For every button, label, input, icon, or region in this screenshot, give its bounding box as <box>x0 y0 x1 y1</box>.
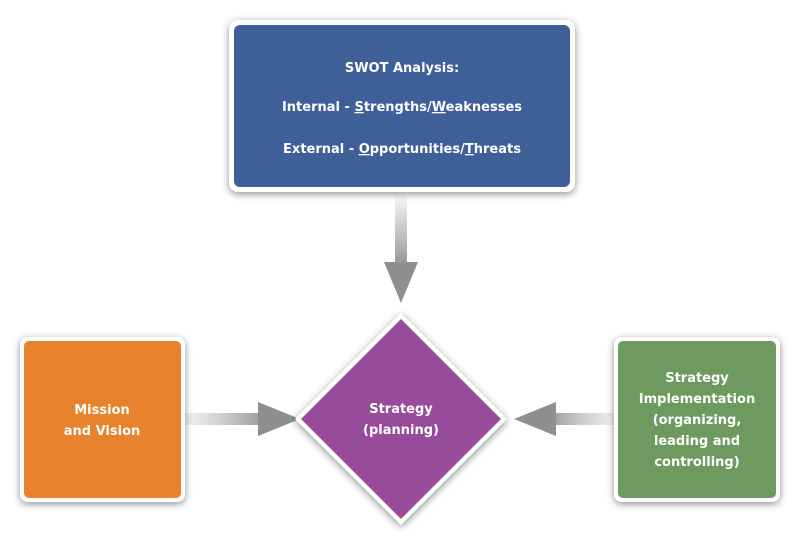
letter-s: S <box>354 100 363 115</box>
mission-line-2: and Vision <box>64 424 141 439</box>
implementation-line-4: leading and <box>654 434 740 449</box>
arrow-swot-to-strategy <box>384 192 418 303</box>
implementation-line-3: (organizing, <box>653 413 742 428</box>
swot-title: SWOT Analysis: <box>345 61 459 76</box>
implementation-line-2: Implementation <box>639 392 755 407</box>
swot-external-line: External - Opportunities/Threats <box>283 142 521 157</box>
strategy-implementation-node: Strategy Implementation (organizing, lea… <box>614 337 780 502</box>
arrow-mission-to-strategy <box>183 402 300 436</box>
implementation-line-1: Strategy <box>665 371 729 386</box>
swot-box-fill <box>234 25 570 187</box>
letter-w: W <box>432 100 446 115</box>
swot-analysis-node: SWOT Analysis: Internal - Strengths/Weak… <box>229 20 575 192</box>
swot-internal-line: Internal - Strengths/Weaknesses <box>282 100 522 115</box>
strategy-planning-node: Strategy (planning) <box>295 313 507 525</box>
letter-t: T <box>465 142 474 157</box>
strategy-line-2: (planning) <box>363 423 439 438</box>
strategy-line-1: Strategy <box>369 402 433 417</box>
mission-line-1: Mission <box>74 403 130 418</box>
arrow-implementation-to-strategy <box>514 402 618 436</box>
letter-o: O <box>359 142 370 157</box>
implementation-line-5: controlling) <box>654 455 739 470</box>
mission-vision-node: Mission and Vision <box>20 337 185 502</box>
